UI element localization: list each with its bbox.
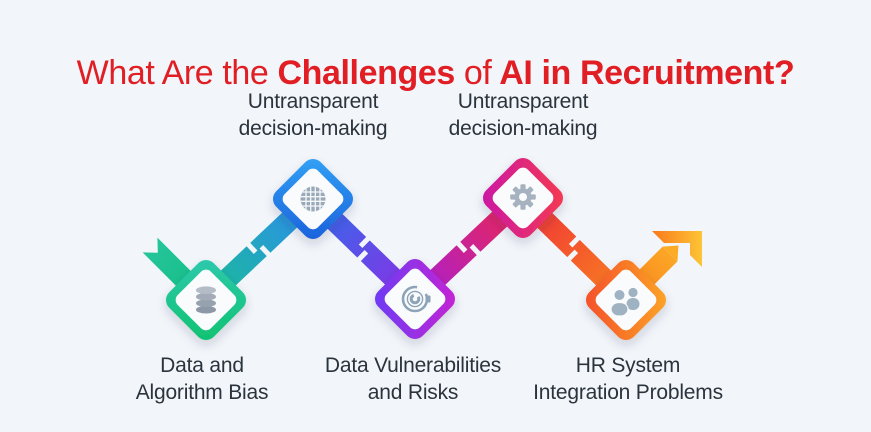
node-label-vulnerabilities: Data Vulnerabilities and Risks [283,352,543,406]
node-label-hr-integration: HR System Integration Problems [498,352,758,406]
label-line: Data Vulnerabilities [324,354,502,377]
ribbon-arrow-tip [662,245,679,262]
page-title: What Are the Challenges of AI in Recruit… [0,53,871,93]
label-line: Untransparent [247,90,379,113]
gear-icon [510,184,536,210]
label-line: Algorithm Bias [135,381,269,404]
label-line: and Risks [367,381,459,404]
target-icon [401,285,431,313]
ribbon-breaks [245,235,581,263]
node-label-data-bias: Data and Algorithm Bias [72,352,332,406]
label-line: decision-making [238,117,388,140]
node-label-untransparent-1: Untransparent decision-making [183,88,443,142]
globe-icon [300,186,326,212]
label-line: Data and [160,354,244,377]
label-line: Untransparent [457,90,589,113]
label-line: decision-making [448,117,598,140]
diamond-node-vulnerabilities [375,259,455,339]
title-part-3: of [463,53,492,92]
people-icon [610,287,640,317]
arrow-head-bracket [652,231,702,267]
database-icon [196,286,216,314]
title-part-1: What Are the [76,53,269,92]
label-line: Integration Problems [533,381,723,404]
diamond-node-hr-integration [586,260,666,340]
title-part-4: AI in Recruitment? [499,53,795,92]
node-label-untransparent-2: Untransparent decision-making [393,88,653,142]
title-part-2: Challenges [277,53,455,92]
label-line: HR System [575,354,681,377]
